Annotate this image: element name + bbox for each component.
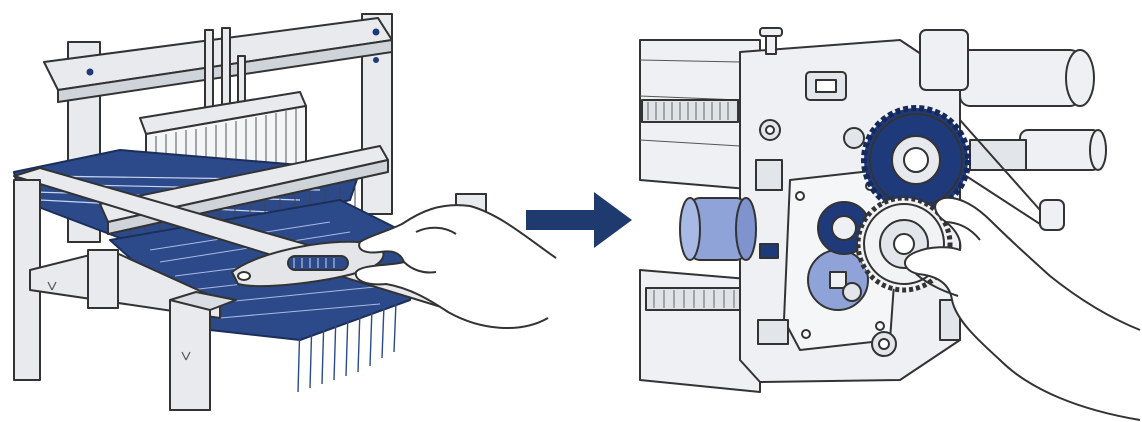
arrow-right-icon [526,192,632,248]
transition-arrow [526,192,632,248]
hand-loom [13,13,557,411]
hand-left [354,204,557,329]
feed-roller [679,197,757,261]
hand-right [904,196,1141,421]
gearbox-mechanism [639,27,1141,421]
bolt [86,68,94,76]
main-drive-gear [861,105,971,215]
bolt [372,28,380,36]
loom-front-leg [169,299,211,411]
drive-cylinder [959,49,1081,107]
